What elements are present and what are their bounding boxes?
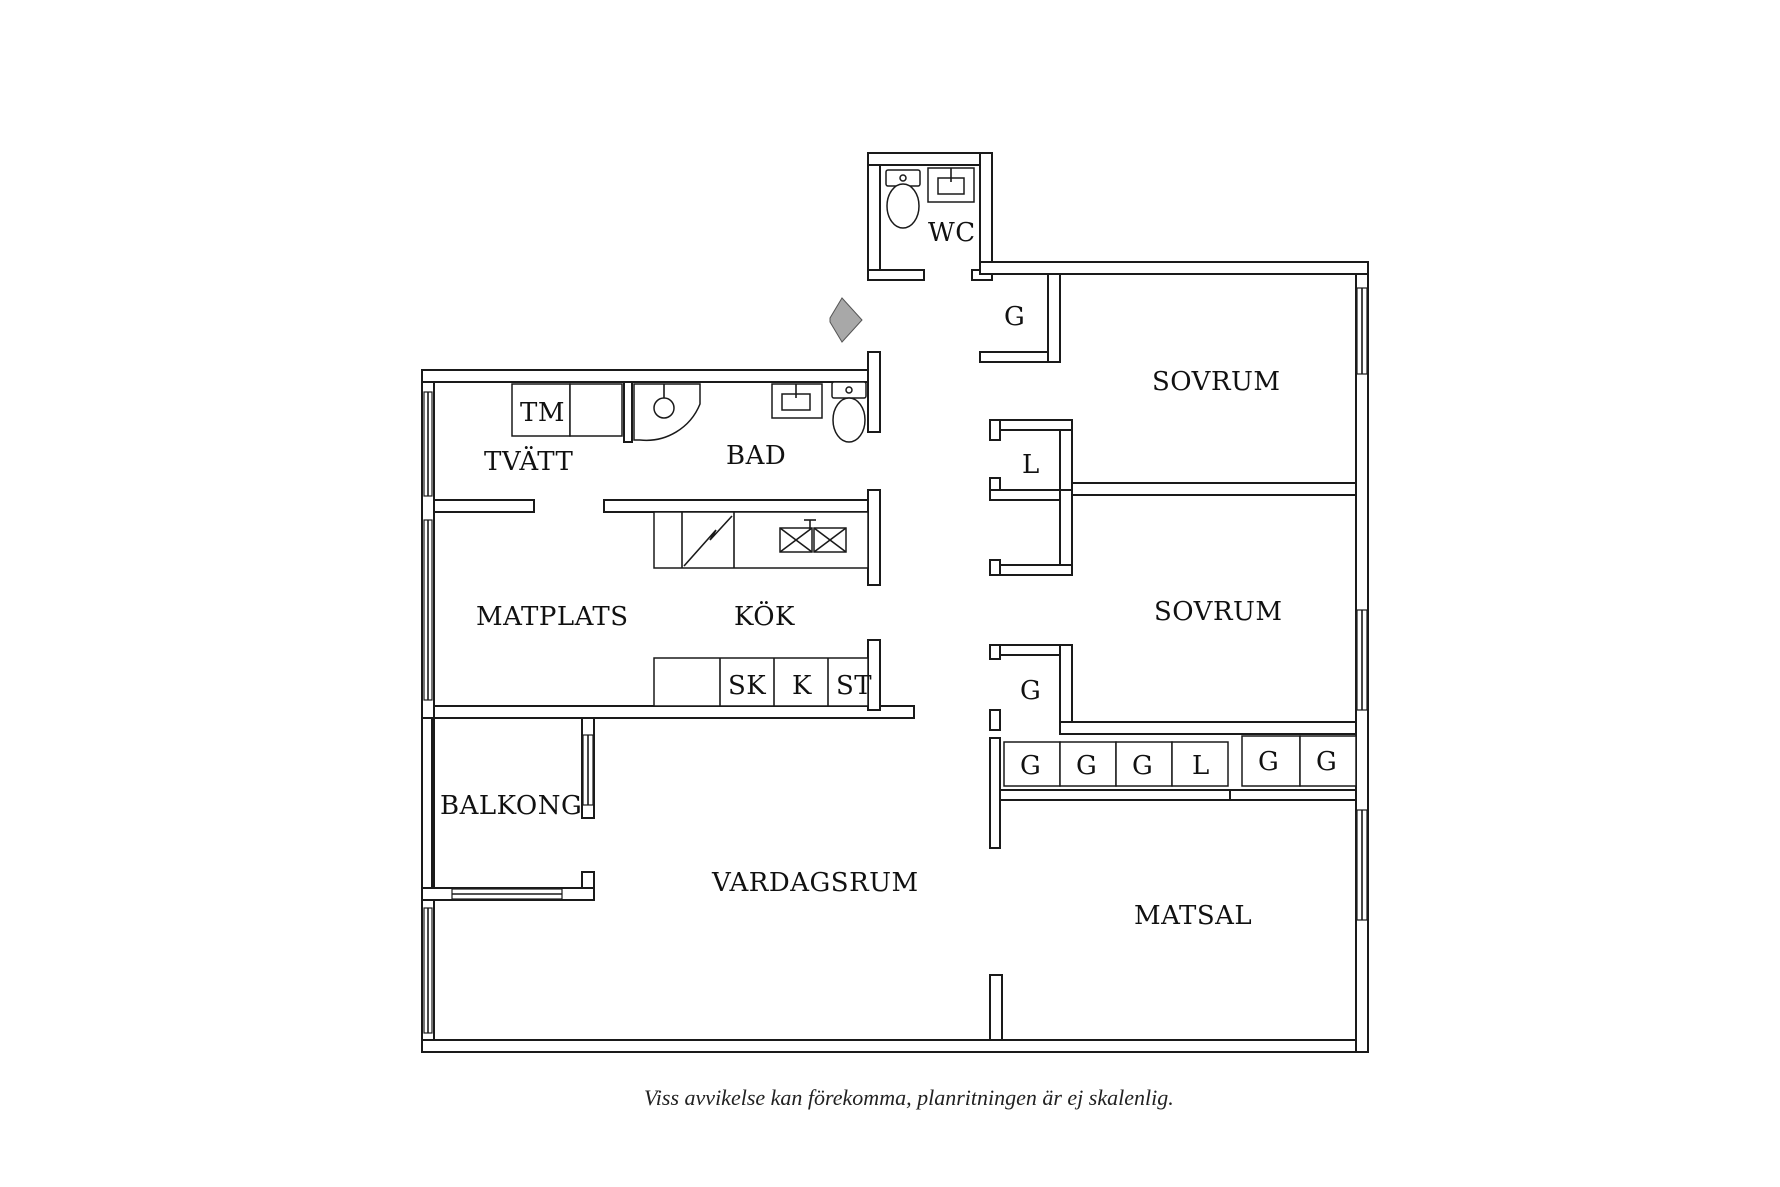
wc-sink-icon [927,167,975,203]
label-row-g2: G [1076,751,1097,781]
tm-washer [511,383,623,437]
label-row-g4: G [1258,747,1279,777]
label-g-hall-top: G [1004,302,1025,332]
walls [421,152,1369,1053]
label-tm: TM [520,398,565,428]
bath-toilet-icon [831,381,867,443]
entrance-arrow-icon [829,297,863,343]
footnote: Viss avvikelse kan förekomma, planritnin… [644,1085,1174,1110]
label-bad: BAD [726,441,786,471]
label-kok: KÖK [734,600,795,632]
label-row-g1: G [1020,751,1041,781]
bath-sink-icon [771,383,823,419]
label-g-hall-mid: G [1020,676,1041,706]
label-row-g3: G [1132,751,1153,781]
label-matsal: MATSAL [1134,901,1252,931]
label-tvatt: TVÄTT [484,446,574,477]
label-row-g5: G [1316,747,1337,777]
storage-row [1003,735,1357,787]
label-matplats: MATPLATS [476,602,629,632]
label-sk: SK [728,671,766,701]
label-vardagsrum: VARDAGSRUM [711,868,919,898]
label-balkong: BALKONG [440,791,582,821]
kitchen-lower-counter [653,657,869,707]
label-row-l: L [1192,751,1210,781]
label-sovrum-1: SOVRUM [1152,367,1281,397]
label-l-hall: L [1022,450,1040,480]
label-st: ST [836,671,872,701]
wc-toilet-icon [885,169,921,229]
label-sovrum-2: SOVRUM [1154,597,1283,627]
windows [423,287,1368,1034]
shower-icon [633,383,701,442]
label-wc: WC [928,218,976,248]
kitchen-sink-icon [779,519,847,553]
room-labels: WC TM TVÄTT BAD MATPLATS KÖK SK K ST BAL… [440,218,1283,931]
storage-labels: G L G G G G L G G [1004,302,1337,781]
label-k: K [792,671,812,701]
